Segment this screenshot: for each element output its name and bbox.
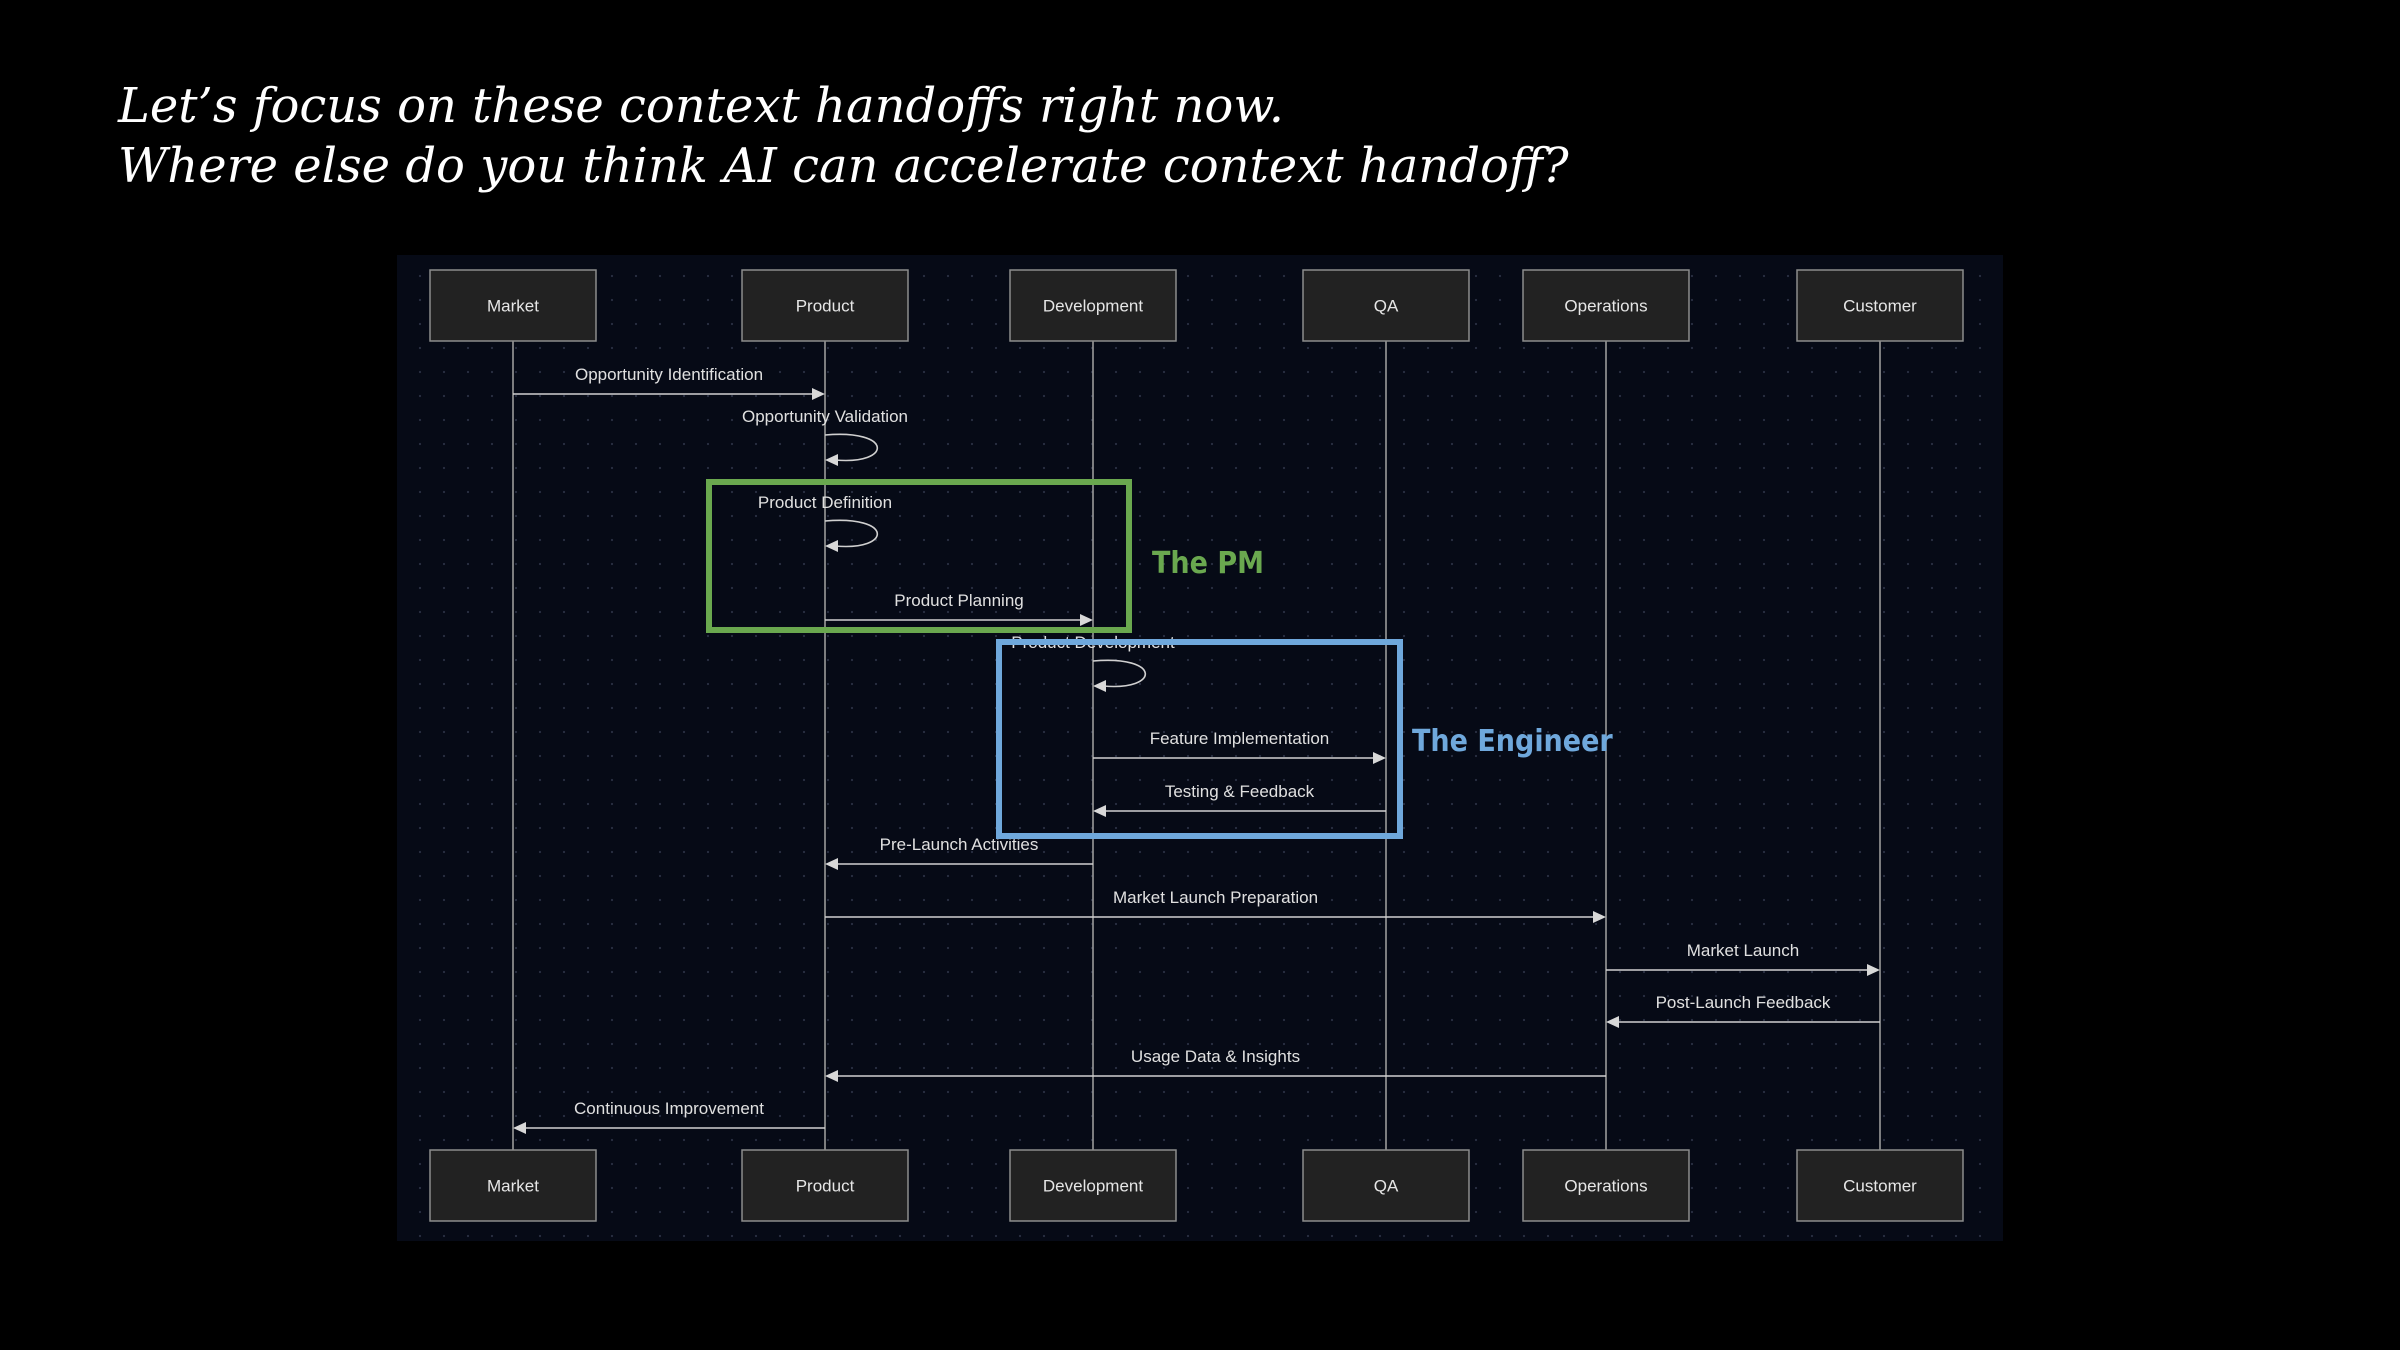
message-1-label: Opportunity Validation — [742, 407, 908, 426]
message-0-arrowhead — [812, 388, 825, 400]
highlight-box-engineer — [996, 639, 1403, 839]
message-0-label: Opportunity Identification — [575, 365, 763, 384]
actor-box-market-top — [429, 269, 597, 342]
actor-box-operations-bottom — [1522, 1149, 1690, 1222]
message-1-line — [824, 433, 879, 462]
message-12-label: Continuous Improvement — [574, 1099, 764, 1118]
actor-box-customer-top — [1796, 269, 1964, 342]
message-8-arrowhead — [1593, 911, 1606, 923]
message-10-arrowhead — [1606, 1016, 1619, 1028]
message-2-label: Product Definition — [758, 493, 892, 512]
message-7-arrowhead — [825, 858, 838, 870]
actor-label-development-top: Development — [1043, 297, 1143, 316]
actor-box-development-top — [1009, 269, 1177, 342]
actor-box-development-bottom — [1009, 1149, 1177, 1222]
message-2-arrowhead — [825, 540, 838, 552]
actor-label-product-top: Product — [796, 297, 855, 316]
message-3-arrowhead — [1080, 614, 1093, 626]
actor-label-customer-bottom: Customer — [1843, 1177, 1917, 1196]
slide-title-line-1: Let’s focus on these context handoffs ri… — [118, 78, 1284, 134]
slide-title: Let’s focus on these context handoffs ri… — [118, 76, 1569, 196]
message-6-label: Testing & Feedback — [1165, 782, 1315, 801]
actor-label-operations-top: Operations — [1564, 297, 1647, 316]
actor-label-market-top: Market — [487, 297, 539, 316]
actor-box-customer-bottom — [1796, 1149, 1964, 1222]
message-10-label: Post-Launch Feedback — [1656, 993, 1831, 1012]
message-11-label: Usage Data & Insights — [1131, 1047, 1300, 1066]
actor-label-operations-bottom: Operations — [1564, 1177, 1647, 1196]
message-5-arrowhead — [1373, 752, 1386, 764]
message-7-label: Pre-Launch Activities — [880, 835, 1039, 854]
message-9-arrowhead — [1867, 964, 1880, 976]
actor-label-customer-top: Customer — [1843, 297, 1917, 316]
highlight-box-pm — [706, 479, 1132, 633]
actor-box-product-bottom — [741, 1149, 909, 1222]
message-4-arrowhead — [1093, 680, 1106, 692]
diagram-dot-grid — [397, 255, 2003, 1241]
actor-box-operations-top — [1522, 269, 1690, 342]
slide-title-line-2: Where else do you think AI can accelerat… — [118, 138, 1569, 194]
actor-box-qa-top — [1302, 269, 1470, 342]
actor-label-development-bottom: Development — [1043, 1177, 1143, 1196]
highlight-label-pm: The PM — [1152, 546, 1264, 581]
actor-label-product-bottom: Product — [796, 1177, 855, 1196]
message-5-label: Feature Implementation — [1150, 729, 1330, 748]
message-1-arrowhead — [825, 454, 838, 466]
actor-label-qa-bottom: QA — [1374, 1177, 1399, 1196]
actor-box-qa-bottom — [1302, 1149, 1470, 1222]
message-8-label: Market Launch Preparation — [1113, 888, 1318, 907]
message-11-arrowhead — [825, 1070, 838, 1082]
actor-label-qa-top: QA — [1374, 297, 1399, 316]
message-3-label: Product Planning — [894, 591, 1023, 610]
message-4-line — [1092, 659, 1147, 688]
message-6-arrowhead — [1093, 805, 1106, 817]
actor-box-product-top — [741, 269, 909, 342]
actor-label-market-bottom: Market — [487, 1177, 539, 1196]
message-9-label: Market Launch — [1687, 941, 1799, 960]
actor-box-market-bottom — [429, 1149, 597, 1222]
highlight-label-engineer: The Engineer — [1412, 724, 1613, 759]
message-2-line — [824, 519, 879, 548]
message-12-arrowhead — [513, 1122, 526, 1134]
